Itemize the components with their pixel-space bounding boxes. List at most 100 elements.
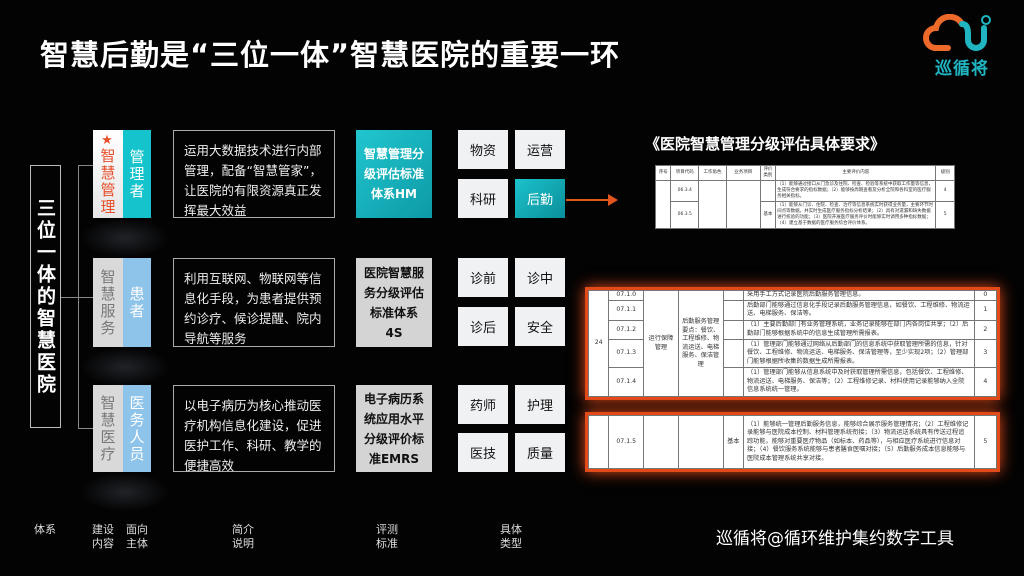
document-title: 《医院智慧管理分级评估具体要求》 xyxy=(645,135,886,153)
star-icon: ★ xyxy=(101,132,115,148)
seq-cell: 24 xyxy=(587,290,610,397)
table-header-cell: 业务项目 xyxy=(725,165,761,181)
seq-cell xyxy=(587,415,610,469)
level-cell: 1 xyxy=(973,300,998,321)
level-cell: 3 xyxy=(973,338,998,369)
table-row: 序号项目代码工作角色业务项目评价类别主要评价内容级别 xyxy=(654,165,955,181)
content-cell: （1）能够从门诊、住院、检查、治疗等信息系统实时获得业务量，主要环节时间点等数据… xyxy=(775,201,937,229)
table-header-cell: 级别 xyxy=(935,165,955,181)
content-cell: （1）管理部门能够从信息系统中及时获取管理所需信息，包括餐饮、工程维修、物流运送… xyxy=(743,367,975,397)
level-cell: 2 xyxy=(973,319,998,340)
code-cell: 07.1.1 xyxy=(608,300,645,321)
role-cell xyxy=(698,180,727,229)
seq-cell xyxy=(654,180,672,229)
legend-subject: 面向 主体 xyxy=(126,523,148,550)
type-box: 诊后 xyxy=(458,307,508,346)
type-box: 物资 xyxy=(458,130,508,169)
center-label: 三位一体的智慧医院 xyxy=(30,165,61,428)
table-header-cell: 项目代码 xyxy=(670,165,700,181)
category-cell xyxy=(722,338,745,369)
description-box: 运用大数据技术进行内部管理，配备“智慧管家”，让医院的有限资源真正发挥最大效益 xyxy=(173,130,335,218)
subject-label: 患者 xyxy=(123,258,151,347)
standard-box: 医院智慧服务分级评估标准体系 4S xyxy=(356,258,432,347)
business-cell xyxy=(677,415,724,469)
brand-logo: 巡循将 xyxy=(918,13,1004,79)
code-cell: 07.1.2 xyxy=(608,319,645,340)
system-label: 智慧服务 xyxy=(93,258,123,347)
page-title: 智慧后勤是“三位一体”智慧医院的重要一环 xyxy=(40,38,621,72)
role-smart-service: 智慧服务 患者 xyxy=(93,258,151,347)
cloud-logo-icon xyxy=(923,13,991,51)
role-smart-management: ★智慧管理 管理者 xyxy=(93,130,151,218)
business-cell: 后勤服务管理 要点：餐饮、工程维修、物流运送、电梯服务、保洁管理 xyxy=(677,290,724,397)
connector xyxy=(78,297,93,298)
highlighted-table-level5: 07.1.5 基本（1）能够统一管理后勤服务信息，能够综合展示服务管理情况；（2）… xyxy=(585,412,1000,472)
role-smart-medical: 智慧医疗 医务人员 xyxy=(93,385,151,472)
arrow-right-icon xyxy=(608,194,618,206)
table-row: 07.1.4 （1）管理部门能够从信息系统中及时获取管理所需信息，包括餐饮、工程维… xyxy=(589,367,998,397)
content-cell: （1）管理部门能够通过网络从后勤部门的信息系统中获取管理所需的信息，针对餐饮、工… xyxy=(743,338,975,369)
category-cell xyxy=(722,367,745,397)
code-cell: 07.1.4 xyxy=(608,367,645,397)
table-row: 07.1.5 基本（1）能够统一管理后勤服务信息，能够综合展示服务管理情况；（2）… xyxy=(587,415,998,469)
level-cell: 4 xyxy=(973,367,998,397)
content-cell: （1）能够通过接口从门急诊及住院、检查、检验等系统中获取工作量等信息，生成符合要… xyxy=(775,180,937,202)
code-cell: 06.3.5 xyxy=(670,201,700,229)
type-box: 药师 xyxy=(458,385,508,424)
level-cell: 0 xyxy=(973,289,998,302)
table-row: 07.1.3 （1）管理部门能够通过网络从后勤部门的信息系统中获取管理所需的信息，… xyxy=(589,338,998,369)
category-cell: 基本 xyxy=(759,201,777,229)
type-box: 运营 xyxy=(515,130,565,169)
level-cell: 5 xyxy=(935,201,955,229)
legend-type: 具体 类型 xyxy=(500,523,522,550)
type-box: 质量 xyxy=(515,433,565,472)
role-cell xyxy=(643,415,679,469)
content-cell: （1）主要后勤部门有业务管理系统，业务记录能够在部门内各岗位共享；（2）后勤部门… xyxy=(743,319,975,340)
system-label: 智慧医疗 xyxy=(93,385,123,472)
content-cell: 采用手工方式记录医院后勤服务管理信息。 xyxy=(743,289,975,302)
type-box: 安全 xyxy=(515,307,565,346)
description-box: 利用互联网、物联网等信息化手段，为患者提供预约诊疗、候诊提醒、院内导航等服务 xyxy=(173,258,335,347)
subject-label: 管理者 xyxy=(123,130,151,218)
table-header-cell: 主要评价内容 xyxy=(775,165,937,181)
description-box: 以电子病历为核心推动医疗机构信息化建设，促进医护工作、科研、教学的便捷高效 xyxy=(173,385,335,473)
type-box: 护理 xyxy=(515,385,565,424)
watermark-text: 巡循将@循环维护集约数字工具 xyxy=(716,529,954,549)
legend-content: 建设 内容 xyxy=(92,523,114,550)
legend-system: 体系 xyxy=(34,523,56,536)
type-box: 科研 xyxy=(458,179,508,218)
business-cell xyxy=(725,180,761,229)
connector xyxy=(78,428,93,429)
code-cell: 06.3.4 xyxy=(670,180,700,202)
subject-label: 医务人员 xyxy=(123,385,151,472)
level-cell: 4 xyxy=(935,180,955,202)
arrow-line xyxy=(566,199,612,201)
standard-box: 电子病历系统应用水平分级评价标准EMRS xyxy=(356,385,432,472)
standard-box: 智慧管理分级评估标准体系HM xyxy=(356,130,432,218)
content-cell: （1）能够统一管理后勤服务信息，能够综合展示服务管理情况；（2）工程维修记录能够… xyxy=(743,415,975,469)
logo-text: 巡循将 xyxy=(935,59,989,79)
code-cell: 07.1.0 xyxy=(608,289,645,302)
content-cell: 后勤部门能够通过信息化手段记录后勤服务管理信息，如餐饮、工程维修、物流运送、电梯… xyxy=(743,300,975,321)
table-header-cell: 评价类别 xyxy=(759,165,777,181)
type-box: 医技 xyxy=(458,433,508,472)
legend-standard: 评测 标准 xyxy=(376,523,398,550)
table-row: 06.3.4 （1）能够通过接口从门急诊及住院、检查、检验等系统中获取工作量等信息… xyxy=(654,180,955,229)
code-cell: 07.1.3 xyxy=(608,338,645,369)
code-cell: 07.1.5 xyxy=(608,415,645,469)
connector xyxy=(78,165,93,166)
category-cell: 基本 xyxy=(722,415,745,469)
table-header-cell: 工作角色 xyxy=(698,165,727,181)
type-box: 诊前 xyxy=(458,258,508,297)
type-box: 诊中 xyxy=(515,258,565,297)
legend-description: 简介 说明 xyxy=(232,523,254,550)
table-row: 06.3.5 基本（1）能够从门诊、住院、检查、治疗等信息系统实时获得业务量，主要… xyxy=(656,201,955,229)
table-header-cell: 序号 xyxy=(654,165,672,181)
level-cell: 5 xyxy=(973,415,998,469)
category-cell xyxy=(722,289,745,302)
category-cell xyxy=(759,180,777,202)
system-label: 智慧管理 xyxy=(98,147,117,216)
